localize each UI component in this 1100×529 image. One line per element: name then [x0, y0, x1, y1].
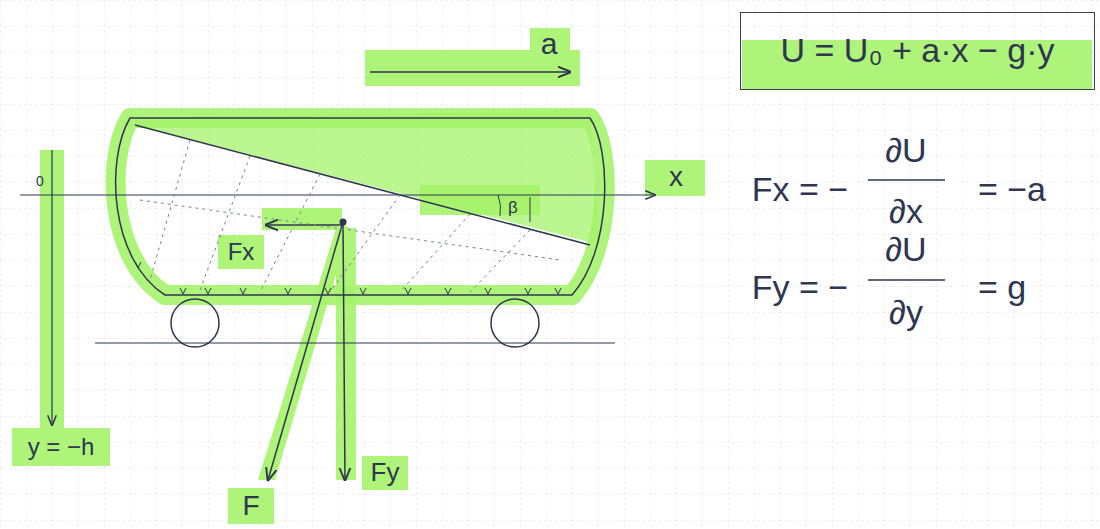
force-y-arrow [343, 222, 345, 480]
formula-part: ∂x [889, 193, 923, 230]
fraction-bar [868, 279, 945, 281]
acceleration-label: a [541, 27, 558, 60]
axis-label: y = −h [28, 434, 95, 460]
mass-point [340, 219, 347, 226]
dotted-lines [140, 140, 560, 292]
origin-label: 0 [36, 174, 44, 189]
formula-part: Fy = − [752, 269, 848, 306]
formula-text: U = U₀ + a·x − g·y [781, 32, 1055, 69]
angle-tick [530, 197, 531, 222]
force-label: Fy [371, 458, 400, 487]
x-axis [20, 194, 655, 195]
force-x-arrow [266, 224, 343, 226]
formula-box: U = U₀ + a·x − g·y [740, 12, 1095, 90]
tank-outline [116, 118, 605, 295]
fraction-bar [868, 179, 945, 181]
ground-line [95, 343, 615, 344]
axis-label: x [669, 162, 683, 193]
highlighter [135, 110, 600, 245]
liquid-surface [135, 125, 590, 245]
formula-part: = −a [978, 171, 1046, 208]
highlighter [12, 28, 1092, 524]
wheel [491, 299, 539, 347]
formula-part: = g [978, 269, 1026, 306]
wheel [171, 299, 219, 347]
force-arrow [268, 222, 343, 480]
angle-label: β [508, 199, 518, 218]
formula-part: ∂U [885, 132, 926, 169]
y-axis [51, 150, 52, 425]
acceleration-arrow [370, 71, 570, 73]
pressure-marks [135, 262, 561, 294]
force-label: Fx [228, 239, 255, 265]
angle-arc [498, 195, 501, 216]
formula-part: ∂y [889, 294, 923, 331]
force-label: F [242, 491, 259, 522]
formula-part: Fx = − [752, 171, 848, 208]
formula-part: ∂U [885, 231, 926, 268]
